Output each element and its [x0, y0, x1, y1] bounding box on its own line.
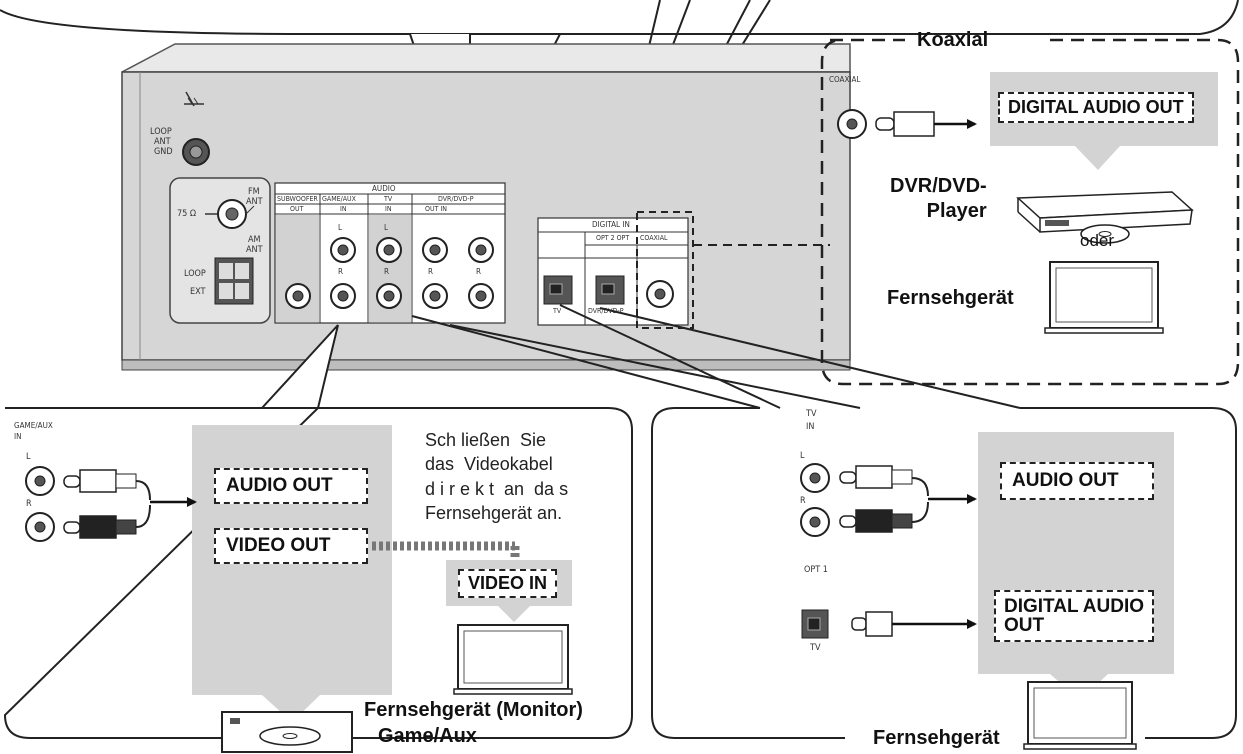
ohm-label: 75 Ω: [177, 209, 197, 219]
tv-L: L: [384, 223, 389, 232]
ground-terminal: [182, 91, 210, 166]
coax-col-label: COAXIAL: [640, 234, 668, 242]
col-tv: TV: [384, 195, 393, 203]
dvr-in-R: R: [476, 267, 481, 276]
game-R-label: R: [26, 499, 32, 509]
game-in-label: GAME/AUX IN: [14, 421, 53, 442]
tv-R-label: R: [800, 496, 806, 506]
tv-R: R: [384, 267, 389, 276]
tv-device-label: Fernsehgerät: [873, 727, 1000, 749]
loop-label: LOOP: [184, 269, 206, 279]
tv-panel: [651, 407, 1237, 750]
tv-opt-label: TV: [553, 307, 562, 315]
tv-illustration-bottom: [1023, 681, 1137, 750]
game-monitor-label: Fernsehgerät (Monitor): [364, 699, 583, 721]
monitor-illustration: [453, 624, 573, 695]
ground-label-1: LOOP: [150, 127, 172, 137]
tv-in-label: TV IN: [806, 409, 817, 433]
dvr-out-R: R: [428, 267, 433, 276]
game-video-out: VIDEO OUT: [214, 528, 368, 564]
ext-label: EXT: [190, 287, 206, 297]
audio-jack-panel: [274, 182, 506, 324]
gameaux-R: R: [338, 267, 343, 276]
col-gameaux-sub: IN: [340, 205, 347, 213]
coax-tv-label: Fernsehgerät: [887, 287, 1014, 309]
opt2-label: OPT 2 OPT: [596, 234, 630, 242]
coax-digital-audio-out: DIGITAL AUDIO OUT: [998, 92, 1194, 123]
game-audio-out: AUDIO OUT: [214, 468, 368, 504]
ground-label-2: ANT: [154, 137, 171, 147]
col-subwoofer: SUBWOOFER: [277, 195, 318, 203]
tv-L-label: L: [800, 451, 805, 461]
dvr-opt-label: DVR/DVD-P: [588, 307, 624, 315]
gameaux-L: L: [338, 223, 343, 232]
antenna-block: [169, 177, 271, 324]
digital-header: DIGITAL IN: [592, 220, 630, 229]
game-note: Sch ließen Sie das Videokabel d i r e k …: [425, 430, 569, 523]
fm-label-2: ANT: [246, 197, 263, 207]
tv-opt-tv-label: TV: [810, 643, 821, 653]
am-label-2: ANT: [246, 245, 263, 255]
tv-audio-out: AUDIO OUT: [1000, 462, 1154, 500]
top-callout-bubble: [0, 0, 1239, 35]
game-video-in: VIDEO IN: [458, 569, 558, 598]
tv-digital-audio-out: DIGITAL AUDIO OUT: [994, 590, 1155, 642]
fm-label-1: FM: [248, 187, 260, 197]
tv-opt-in-label: OPT 1: [804, 565, 828, 575]
col-dvr: DVR/DVD-P: [438, 195, 474, 203]
ground-label-3: GND: [154, 147, 173, 157]
col-subwoofer-sub: OUT: [290, 205, 304, 213]
tv-illustration-coax: [1044, 261, 1164, 334]
col-tv-sub: IN: [385, 205, 392, 213]
coax-title: Koaxial: [917, 29, 989, 51]
col-gameaux: GAME/AUX: [322, 195, 356, 203]
coax-or-label: oder: [1080, 231, 1115, 250]
dvd-player-illustration: [1016, 191, 1194, 244]
col-dvr-sub: OUT IN: [425, 205, 447, 213]
coax-jack-label: COAXIAL: [829, 75, 861, 84]
game-L-label: L: [26, 452, 31, 462]
am-label-1: AM: [248, 235, 261, 245]
game-console-illustration: [221, 711, 353, 753]
game-device-label: Game/Aux: [378, 725, 477, 747]
audio-header: AUDIO: [372, 184, 396, 193]
coax-device-label: DVR/DVD- Player: [890, 175, 987, 222]
